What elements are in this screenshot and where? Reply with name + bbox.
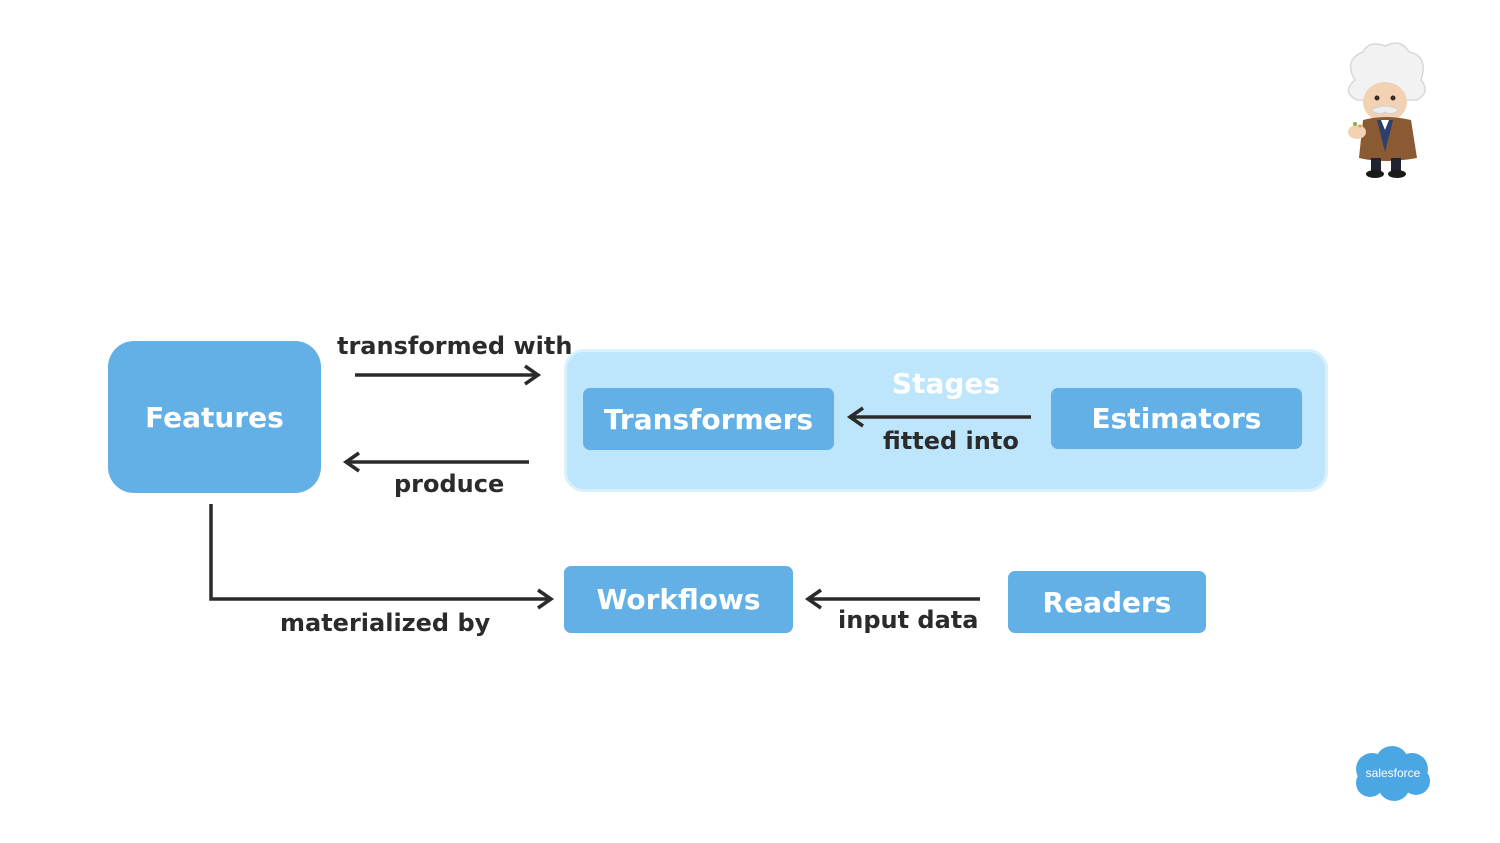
- arrow-input-data: [804, 588, 980, 610]
- arrow-materialized-by: [209, 504, 555, 610]
- transformers-node: Transformers: [583, 388, 834, 450]
- label-materialized-by: materialized by: [280, 609, 491, 637]
- arrow-fitted-into: [846, 406, 1031, 428]
- arrow-transformed-with: [355, 364, 542, 386]
- workflows-node: Workflows: [564, 566, 793, 633]
- salesforce-logo-text: salesforce: [1366, 766, 1421, 780]
- salesforce-cloud-logo-icon: salesforce: [1356, 746, 1430, 801]
- label-produce: produce: [394, 470, 505, 498]
- arrow-produce: [342, 451, 529, 473]
- einstein-mascot-icon: [1347, 42, 1426, 178]
- label-input-data: input data: [838, 606, 979, 634]
- stages-title: Stages: [891, 366, 1001, 400]
- readers-node: Readers: [1008, 571, 1206, 633]
- label-fitted-into: fitted into: [883, 427, 1019, 455]
- features-node: Features: [108, 341, 321, 493]
- estimators-node: Estimators: [1051, 388, 1302, 449]
- label-transformed-with: transformed with: [337, 332, 573, 360]
